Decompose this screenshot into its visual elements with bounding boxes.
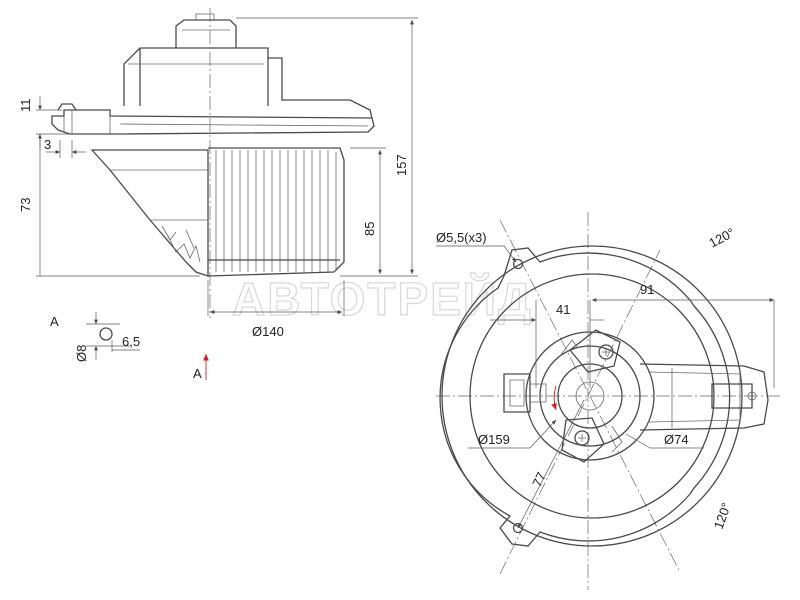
fan-wheel (207, 147, 345, 277)
dim-157-label: 157 (394, 154, 409, 176)
dim-holes-label: Ø5,5(x3) (436, 230, 487, 245)
dim-85-label: 85 (362, 222, 377, 236)
dim-d140-label: Ø140 (252, 324, 284, 339)
mounting-flange (51, 103, 375, 135)
fan-hub-cone (90, 149, 209, 277)
view-arrow-a: A (193, 354, 209, 381)
outer-ring (441, 245, 743, 547)
brush-holder-bottom (561, 417, 605, 463)
dim-77-label: 77 (529, 470, 549, 490)
dim-91-label: 91 (640, 282, 654, 297)
mount-hole-top (512, 258, 524, 270)
dim-6-5-label: 6,5 (122, 334, 140, 349)
dim-d8-label: Ø8 (74, 345, 89, 362)
front-view: 41 91 Ø5,5(x3) 120° 120° Ø159 Ø74 77 (436, 212, 780, 590)
dim-d74-label: Ø74 (664, 432, 689, 447)
view-arrow-label: A (193, 366, 202, 381)
watermark-text: АВТОТРЕЙД (232, 273, 533, 325)
dim-d159-label: Ø159 (478, 432, 510, 447)
dim-11-label: 11 (18, 99, 33, 113)
angle-bottom-label: 120° (711, 501, 734, 531)
flange-outline (439, 247, 731, 547)
detail-a: A Ø8 6,5 (50, 312, 140, 362)
side-view: 11 3 73 85 157 Ø140 (18, 8, 418, 339)
connector-arm (639, 363, 769, 431)
dim-73-label: 73 (18, 198, 33, 212)
dim-41-label: 41 (556, 302, 570, 317)
pin-circle (99, 327, 113, 341)
dim-3-label: 3 (44, 137, 51, 152)
motor-housing (123, 13, 373, 119)
rotation-arrow (551, 385, 557, 411)
detail-a-label: A (50, 314, 59, 329)
angle-top-label: 120° (706, 225, 737, 251)
left-connector (503, 373, 531, 413)
brush-holder-top (569, 329, 621, 373)
